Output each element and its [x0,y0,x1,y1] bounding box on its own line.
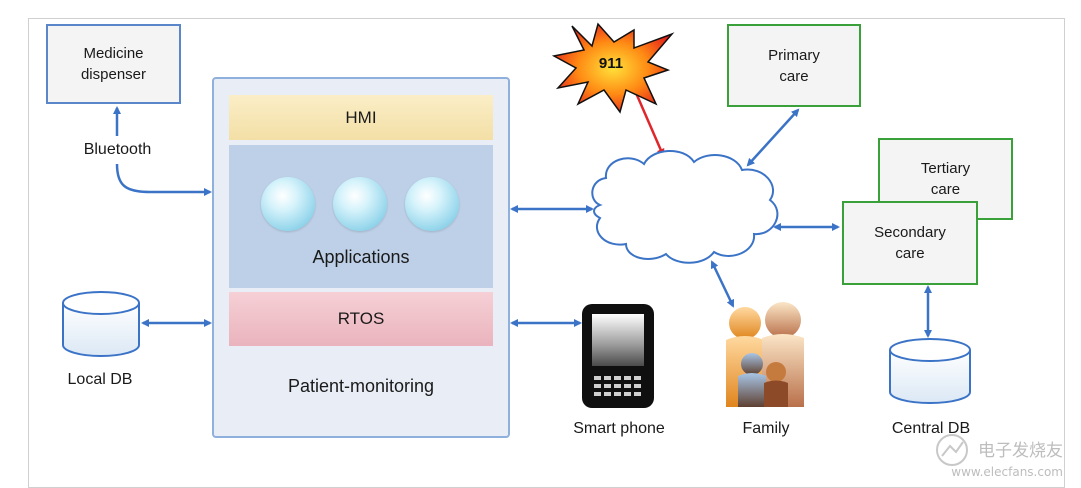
primary-care-box: Primary care [727,24,861,107]
bluetooth-label: Bluetooth [83,141,152,158]
smart-phone-label: Smart phone [573,420,665,437]
application-orb-icon [405,177,459,231]
arrow-cloud-primary [746,108,800,167]
central-db-label: Central DB [891,420,971,437]
family-label: Family [742,420,790,437]
arrow-bluetooth-monitor [115,163,212,196]
medicine-dispenser-box: Medicine dispenser [46,24,181,104]
watermark: 电子发烧友 [978,441,1063,461]
application-orb-icon [261,177,315,231]
family-icon [726,302,804,407]
smart-phone-icon [582,304,654,408]
arrow-cloud-911 [631,84,665,157]
emergency-911-label: 911 [598,55,624,72]
rtos-layer: RTOS [229,292,493,346]
central-db-icon [889,338,971,404]
patient-monitoring-label: Patient-monitoring [287,376,435,396]
cloud-icon [591,149,779,264]
local-db-label: Local DB [67,371,133,388]
watermark-url: www.elecfans.com [951,465,1063,479]
watermark-logo-icon [936,434,968,466]
application-orb-icon [333,177,387,231]
hmi-layer: HMI [229,95,493,140]
local-db-icon [62,291,140,357]
secondary-care-box: Secondary care [842,201,978,285]
arrow-cloud-family [710,260,735,308]
emergency-star-icon [551,22,675,114]
